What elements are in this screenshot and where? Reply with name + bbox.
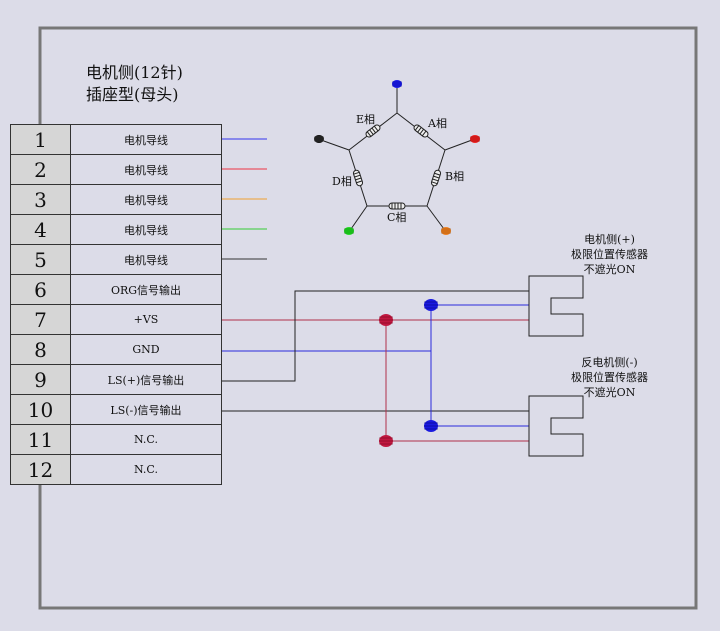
pin-signal: +VS	[70, 304, 222, 335]
pin-signal: 电机导线	[70, 184, 222, 215]
pin-signal: 电机导线	[70, 124, 222, 155]
sensor-plus-line1: 电机侧(+)	[584, 233, 635, 246]
pin-number: 4	[10, 214, 71, 245]
node-vs-bottom	[379, 435, 393, 447]
coil-d	[352, 169, 364, 187]
coil-c	[388, 202, 406, 210]
terminal-left	[314, 135, 324, 143]
pin-signal: LS(-)信号输出	[70, 394, 222, 425]
phase-label-a: A相	[428, 117, 447, 130]
phase-label-b: B相	[445, 170, 465, 183]
sensor-plus-line2: 极限位置传感器	[571, 248, 648, 261]
terminal-bottom-left	[344, 227, 354, 235]
pin-signal: 电机导线	[70, 214, 222, 245]
terminal-top	[392, 80, 402, 88]
pin-number: 10	[10, 394, 71, 425]
coil-e	[365, 124, 381, 138]
title-line1: 电机侧(12针)	[86, 63, 183, 82]
pin-signal: 电机导线	[70, 154, 222, 185]
pin-number: 12	[10, 454, 71, 485]
sensor-plus-label: 电机侧(+) 极限位置传感器 不遮光ON	[571, 232, 648, 277]
sensor-plus-shape	[528, 275, 584, 337]
terminal-bottom-right	[441, 227, 451, 235]
sensor-minus-shape	[528, 395, 584, 457]
node-gnd-top	[424, 299, 438, 311]
pin-number: 9	[10, 364, 71, 395]
pin-signal: LS(+)信号输出	[70, 364, 222, 395]
sensor-minus-line1: 反电机侧(-)	[581, 356, 638, 369]
pin-signal: 电机导线	[70, 244, 222, 275]
pin-number: 1	[10, 124, 71, 155]
phase-label-e: E相	[356, 113, 376, 126]
node-vs-top	[379, 314, 393, 326]
node-gnd-bottom	[424, 420, 438, 432]
coil-b	[430, 169, 442, 187]
wire-ls-plus	[222, 290, 529, 382]
phase-label-d: D相	[332, 175, 352, 188]
pin-row: 7+VS	[10, 304, 222, 335]
terminal-right	[470, 135, 480, 143]
pin-number: 11	[10, 424, 71, 455]
pin-number: 2	[10, 154, 71, 185]
sensor-minus-label: 反电机侧(-) 极限位置传感器 不遮光ON	[571, 355, 648, 400]
sensor-minus-line3: 不遮光ON	[583, 386, 636, 399]
pin-number: 3	[10, 184, 71, 215]
pin-number: 7	[10, 304, 71, 335]
pin-signal: ORG信号输出	[70, 274, 222, 305]
pin-number: 8	[10, 334, 71, 365]
title-line2: 插座型(母头)	[86, 85, 179, 104]
pin-number: 6	[10, 274, 71, 305]
sensor-plus-line3: 不遮光ON	[583, 263, 636, 276]
coil-a	[413, 124, 429, 138]
pin-signal: N.C.	[70, 424, 222, 455]
pin-signal: GND	[70, 334, 222, 365]
pin-signal: N.C.	[70, 454, 222, 485]
phase-label-c: C相	[387, 211, 407, 224]
pin-number: 5	[10, 244, 71, 275]
sensor-minus-line2: 极限位置传感器	[571, 371, 648, 384]
